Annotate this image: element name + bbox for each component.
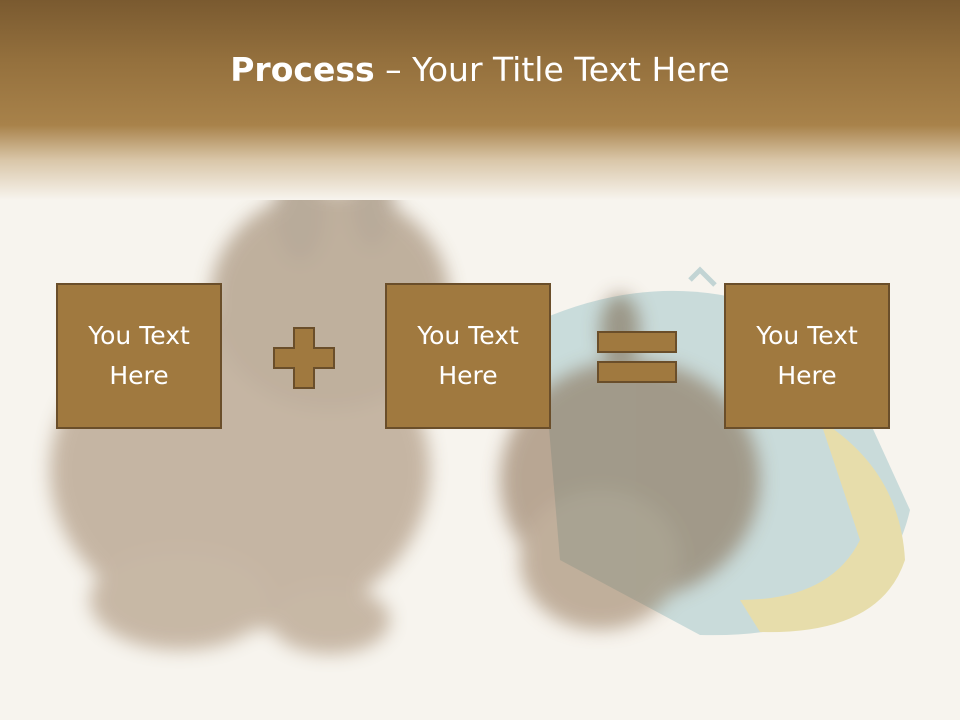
process-box-3[interactable]: You Text Here	[724, 283, 890, 429]
rabbit-right	[500, 294, 760, 630]
title-bold: Process	[230, 50, 375, 89]
process-box-3-label: You Text Here	[756, 321, 858, 390]
plus-icon	[273, 327, 335, 389]
slide-title: Process – Your Title Text Here	[0, 50, 960, 89]
process-box-2[interactable]: You Text Here	[385, 283, 551, 429]
title-rest: – Your Title Text Here	[374, 50, 730, 89]
equals-icon	[597, 331, 677, 383]
header-band	[0, 0, 960, 200]
process-box-1-label: You Text Here	[88, 321, 190, 390]
process-box-2-label: You Text Here	[417, 321, 519, 390]
process-box-1[interactable]: You Text Here	[56, 283, 222, 429]
